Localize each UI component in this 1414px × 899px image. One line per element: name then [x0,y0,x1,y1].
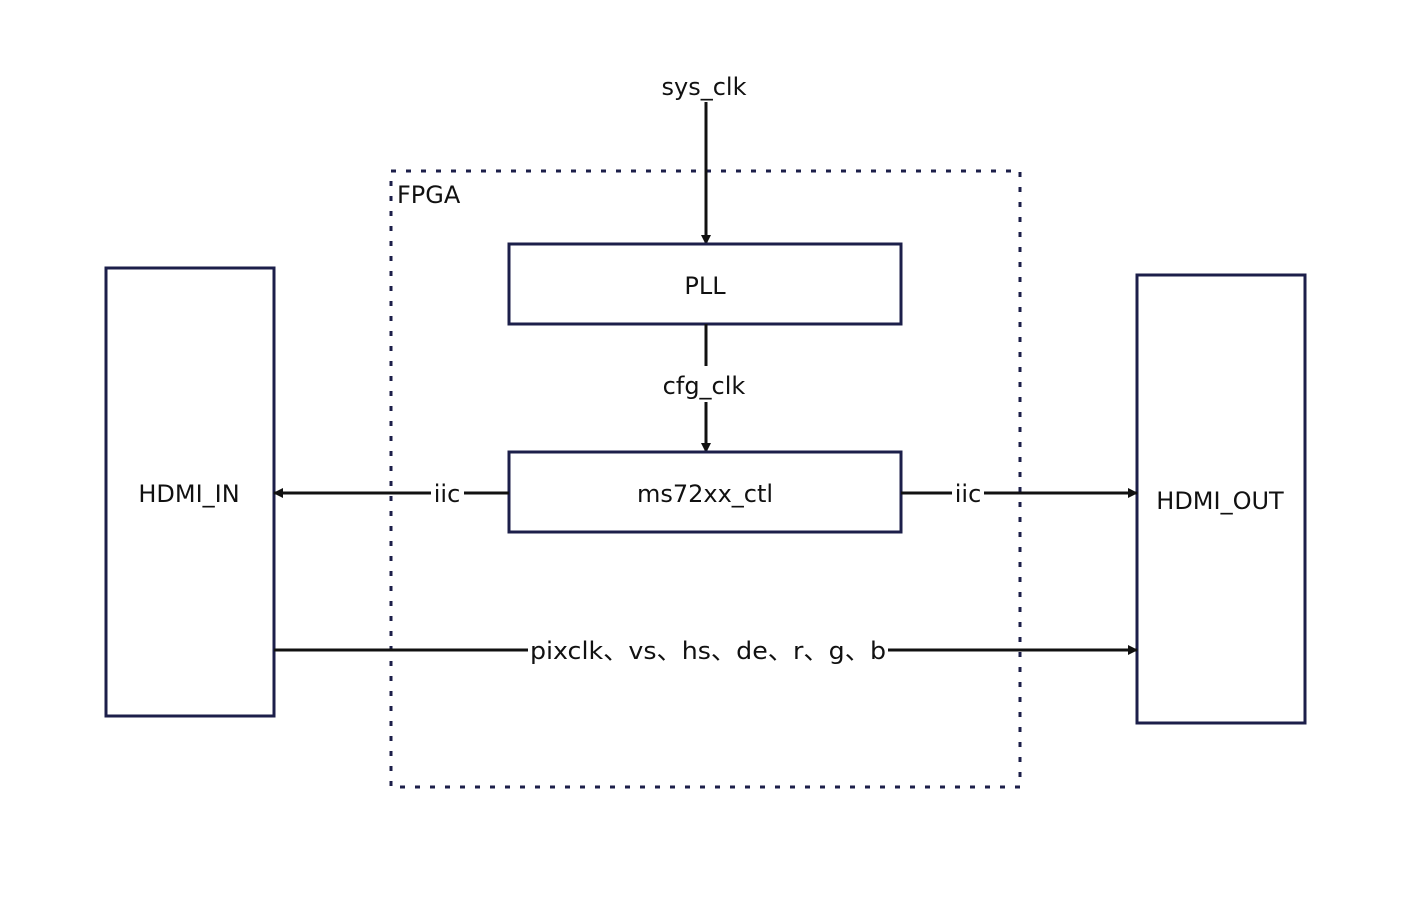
ctl-label: ms72xx_ctl [637,480,773,508]
iic-left-label: iic [434,480,461,508]
cfg-clk-label: cfg_clk [663,372,746,400]
ctl-block [507,450,903,534]
hdmi-in-block [104,266,276,718]
iic-right-label: iic [955,480,982,508]
sys-clk-label: sys_clk [662,73,747,101]
hdmi-out-block [1135,273,1307,725]
fpga-label: FPGA [397,181,461,209]
pll-label: PLL [684,272,726,300]
hdmi-out-label: HDMI_OUT [1156,487,1284,515]
bus-label: pixclk、vs、hs、de、r、g、b [530,637,886,665]
hdmi-in-label: HDMI_IN [138,480,239,508]
